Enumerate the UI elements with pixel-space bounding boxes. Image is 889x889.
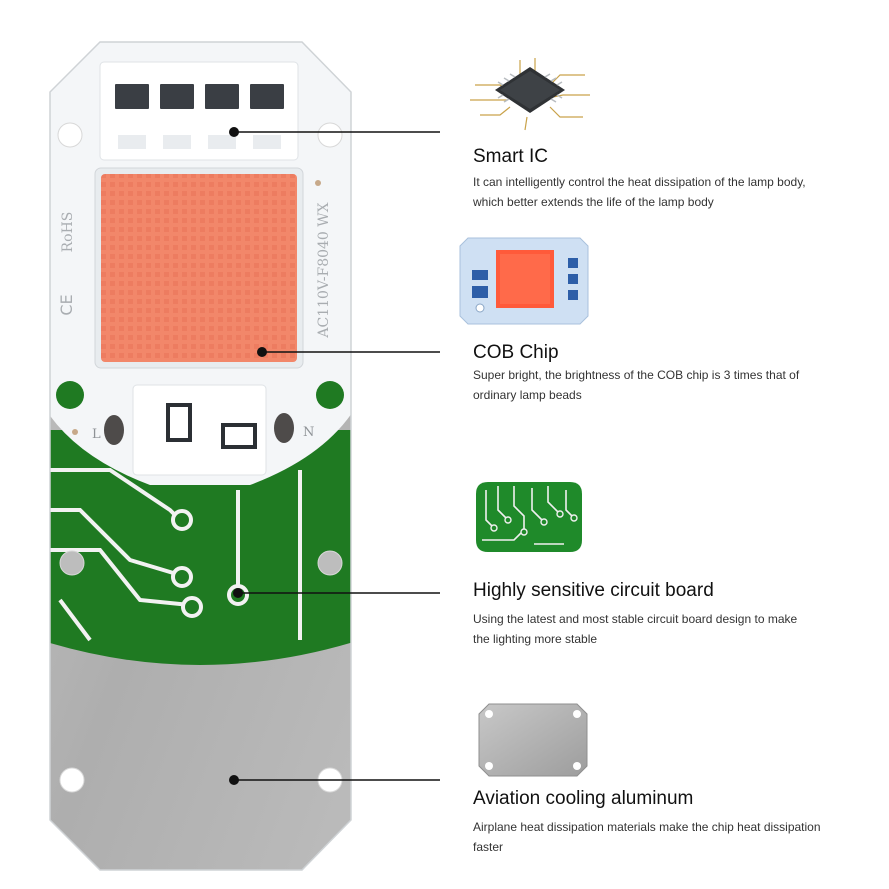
feature-desc-line: ordinary lamp beads [473, 388, 582, 402]
ic-chip-icon [470, 58, 590, 131]
pcb-hole-left [56, 381, 84, 409]
board-marking-rohs: RoHS [60, 212, 76, 253]
circuit-board-icon [476, 482, 582, 552]
board-marking-ce: CE [57, 294, 76, 315]
feature-title: Smart IC [473, 146, 548, 167]
feature-desc-line: It can intelligently control the heat di… [473, 175, 806, 189]
feature-title: Highly sensitive circuit board [473, 580, 714, 601]
feature-desc-line: Using the latest and most stable circuit… [473, 612, 798, 626]
feature-desc-line: faster [473, 840, 504, 854]
cob-module-icon [459, 237, 589, 325]
ic-pads [113, 82, 286, 111]
cob-chip-emitter [101, 174, 297, 362]
aluminum-plate-icon [478, 703, 588, 777]
callout-lines [234, 131, 440, 781]
feature-title: Aviation cooling aluminum [473, 788, 694, 809]
feature-desc-line: which better extends the life of the lam… [473, 195, 714, 209]
mounting-holes [57, 122, 343, 793]
terminal-pad-n [221, 423, 257, 449]
circuit-traces [50, 468, 302, 642]
terminal-pad-l [166, 403, 192, 442]
terminal-label-l: L [92, 427, 101, 442]
solder-n [274, 413, 294, 443]
board-model-text: AC110V-F8040 WX [316, 202, 332, 338]
pcb-region [50, 430, 351, 665]
feature-title: COB Chip [473, 342, 559, 363]
callout-dots [229, 127, 267, 785]
terminal-label-n: N [303, 425, 314, 440]
feature-desc-line: Super bright, the brightness of the COB … [473, 368, 800, 382]
pcb-hole-right [316, 381, 344, 409]
feature-desc-line: Airplane heat dissipation materials make… [473, 820, 821, 834]
solder-l [104, 415, 124, 445]
feature-desc-line: the lighting more stable [473, 632, 598, 646]
